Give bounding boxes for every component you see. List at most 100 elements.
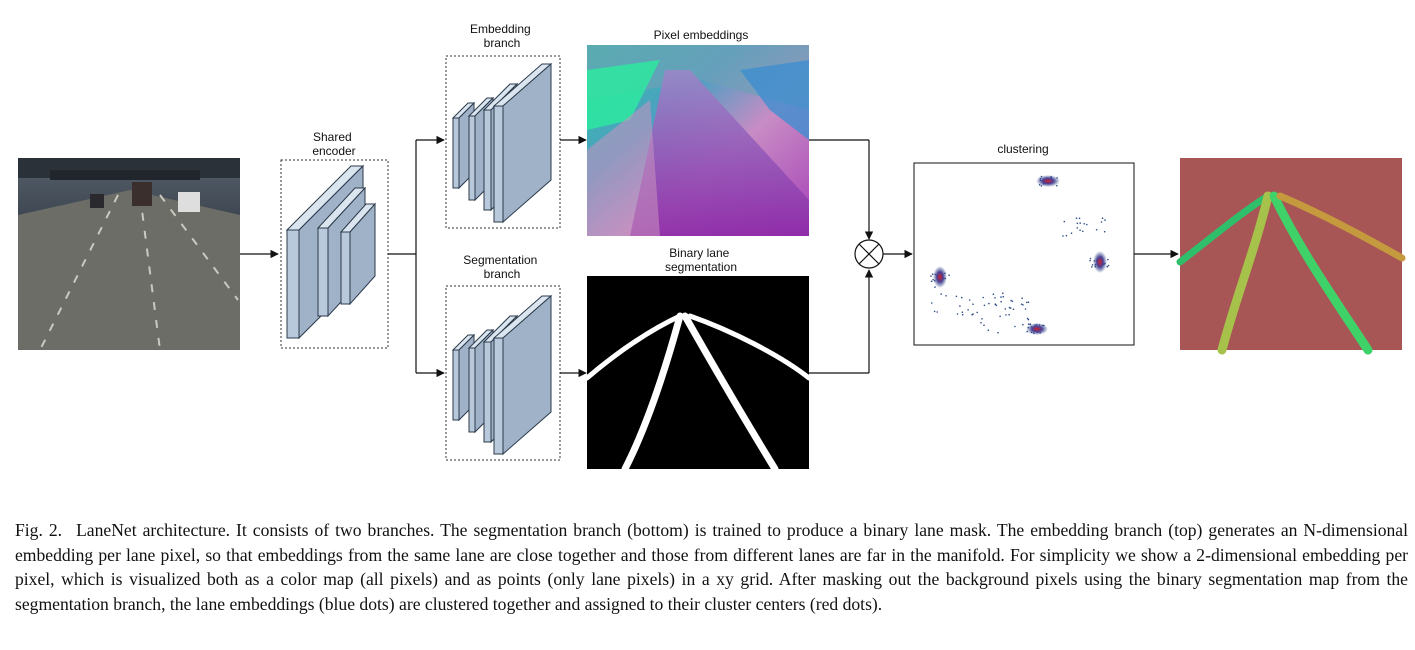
segmentation-layer-4 (492, 294, 553, 456)
pixel-embeddings-label: Pixel embeddings (654, 28, 749, 42)
embedding-branch: Embedding branch (445, 22, 561, 229)
binary-segmentation-image: Binary lane segmentation (584, 246, 812, 473)
embedding-point (1089, 257, 1092, 260)
embedding-point (936, 311, 938, 313)
embedding-point (983, 304, 986, 307)
embedding-point (968, 299, 971, 301)
embedding-point (930, 280, 933, 283)
clustering-label: clustering (997, 142, 1048, 156)
embedding-point (976, 311, 978, 314)
embedding-point (930, 275, 932, 277)
embedding-point (1078, 217, 1081, 220)
embedding-point (1026, 301, 1028, 304)
embedding-point (1079, 229, 1081, 231)
embedding-point (1022, 304, 1024, 306)
embedding-point (1091, 264, 1094, 266)
embedding-point (1103, 230, 1106, 233)
embedding-point (1002, 295, 1005, 298)
cluster-bottom (1026, 323, 1048, 335)
shared-encoder: Shared encoder (280, 130, 389, 349)
embedding-point (1000, 300, 1002, 303)
embedding-point (1004, 308, 1007, 310)
embedding-point (1027, 301, 1030, 304)
embedding-point (988, 302, 990, 305)
embedding-point (1100, 221, 1103, 223)
embedding-point (933, 310, 936, 313)
embedding-point (1027, 318, 1030, 321)
cluster-left (933, 266, 947, 288)
pixel-embeddings-image: Pixel embeddings (587, 28, 809, 236)
embedding-point (1008, 313, 1010, 316)
embedding-point (1027, 323, 1030, 326)
binary-segmentation-label: Binary lane segmentation (665, 246, 737, 274)
embedding-point (967, 309, 969, 311)
embedding-point (1083, 223, 1085, 225)
embedding-point (1014, 325, 1016, 328)
embedding-point (1062, 235, 1064, 237)
embedding-point (931, 302, 933, 304)
embedding-point (981, 318, 983, 320)
embedding-point (982, 296, 984, 299)
encoder-layer-3 (339, 202, 377, 306)
cluster-top (1036, 175, 1060, 187)
combine-operator (809, 139, 913, 374)
split-arrows (388, 135, 445, 378)
embedding-point (1079, 222, 1081, 224)
embedding-point (1095, 229, 1098, 231)
embedding-point (1107, 258, 1109, 261)
clustering-plot: clustering (913, 142, 1135, 346)
embedding-point (1075, 217, 1078, 219)
embedding-point (1086, 223, 1088, 226)
label-line: branch (484, 267, 521, 281)
embedding-point (980, 321, 982, 324)
shared-encoder-label: Shared encoder (312, 130, 355, 158)
embedding-point (1021, 297, 1023, 300)
embedding-point (934, 286, 936, 288)
cluster-right (1093, 251, 1107, 273)
input-road-image (18, 158, 240, 351)
embedding-point (992, 293, 995, 296)
embedding-point (971, 313, 973, 316)
embedding-point (955, 295, 958, 298)
embedding-point (948, 274, 950, 277)
embedding-point (1063, 220, 1066, 223)
embedding-point (1000, 296, 1002, 298)
embedding-point (1091, 266, 1093, 268)
embedding-point (972, 303, 974, 306)
embedding-point (1076, 227, 1078, 229)
embedding-point (983, 324, 985, 327)
embedding-point (1012, 308, 1015, 311)
embedding-point (1022, 323, 1024, 326)
embedding-point (1010, 299, 1012, 302)
embedding-point (1106, 265, 1108, 268)
embedding-point (1026, 317, 1029, 320)
embedding-point (1076, 222, 1079, 225)
embedding-point (1104, 219, 1106, 221)
label-line: encoder (312, 144, 355, 158)
embedding-point (1089, 259, 1091, 262)
embedding-point (1009, 307, 1012, 309)
embedding-point (945, 295, 947, 297)
label-line: segmentation (665, 260, 737, 274)
embedding-point (961, 313, 964, 316)
embedding-point (1005, 314, 1007, 316)
embedding-point (961, 311, 964, 314)
embedding-point (1024, 308, 1027, 310)
embedding-point (1002, 292, 1004, 295)
embedding-point (1056, 184, 1058, 187)
embedding-point (959, 305, 961, 307)
embedding-point (956, 313, 959, 315)
embedding-point (999, 315, 1001, 318)
embedding-point (994, 303, 997, 306)
segmentation-branch-label: Segmentation branch (463, 253, 540, 281)
embedding-point (1070, 232, 1073, 234)
embedding-point (1082, 230, 1084, 233)
embedding-layer-4 (492, 62, 553, 224)
embedding-point (1101, 217, 1104, 219)
figure-caption: Fig. 2.LaneNet architecture. It consists… (15, 518, 1408, 617)
caption-text: LaneNet architecture. It consists of two… (15, 520, 1408, 615)
segmentation-branch: Segmentation branch (445, 253, 561, 461)
figure-label: Fig. 2. (15, 520, 63, 540)
embedding-point (960, 296, 963, 299)
embedding-point (940, 293, 942, 295)
